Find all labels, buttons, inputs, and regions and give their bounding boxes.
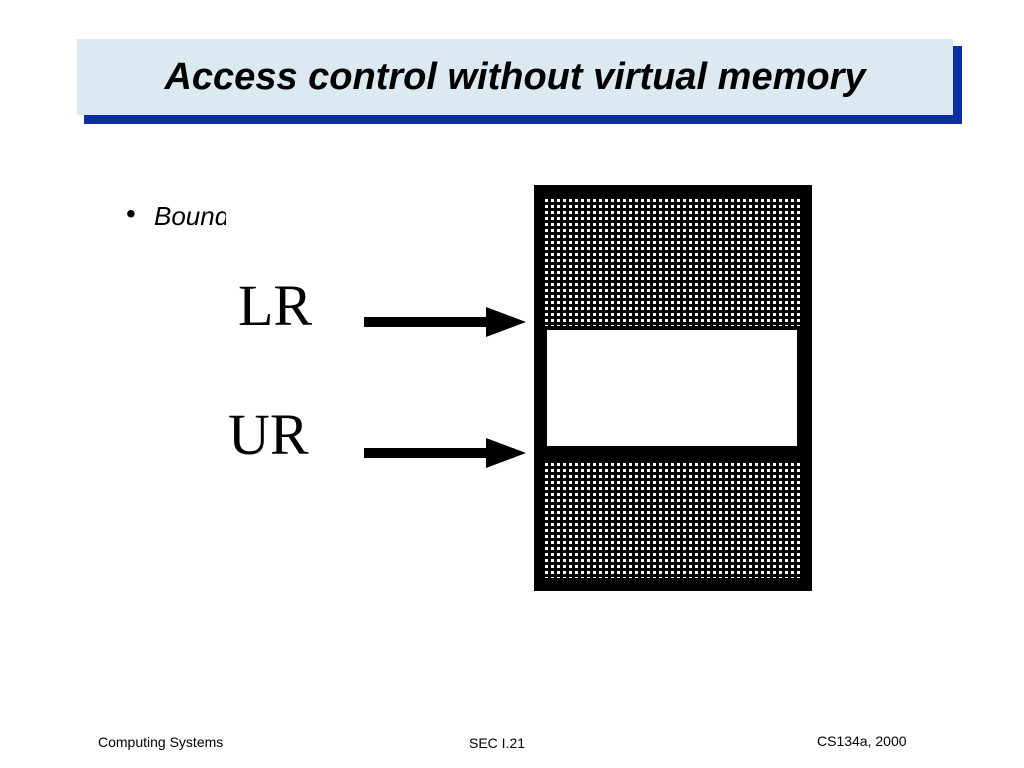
memory-region-below-lower <box>542 198 800 326</box>
footer-slide-number: SEC I.21 <box>469 735 526 751</box>
upper-register-label: UR <box>228 402 309 467</box>
bullet-dot: • <box>126 198 136 229</box>
upper-register-arrow <box>364 438 526 468</box>
footer-course: Computing Systems <box>98 734 224 750</box>
lower-register-label: LR <box>238 273 312 338</box>
footer-course-year: CS134a, 2000 <box>817 733 907 749</box>
bullet-text: Bounds registers <box>154 201 230 231</box>
memory-diagram: LR UR <box>226 180 826 600</box>
bounds-registers-figure: LR UR <box>226 180 826 600</box>
lower-register-arrow <box>364 307 526 337</box>
slide-title: Access control without virtual memory <box>164 55 866 98</box>
accessible-region <box>547 330 797 446</box>
memory-region-above-upper <box>542 460 800 578</box>
title-banner: Access control without virtual memory <box>77 39 953 115</box>
